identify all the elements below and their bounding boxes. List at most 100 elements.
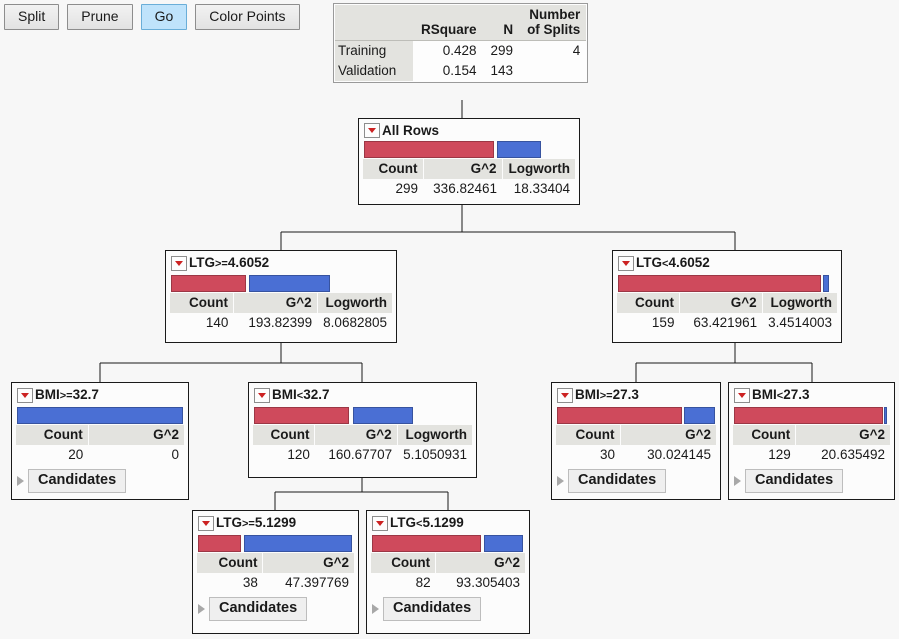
node-bmi-ge-27-3[interactable]: BMI>=27.3 Count G^2 30 30.024145 Candida…: [551, 382, 721, 500]
node-ltg-lt-5-1299-label: LTG<5.1299: [390, 515, 464, 530]
node-bmi-ge-27-3-stats: Count G^2 30 30.024145: [556, 425, 716, 465]
bar-segment-red: [734, 407, 883, 424]
node-ltg-lt-4-6052-title: LTG<4.6052: [618, 255, 837, 272]
stats-header-row: Count G^2 Logworth: [170, 293, 392, 313]
stats-value-row: 129 20.635492: [733, 445, 890, 465]
node-ltg-ge-5-1299-stats: Count G^2 38 47.397769: [197, 553, 354, 593]
node-ltg-lt-5-1299[interactable]: LTG<5.1299 Count G^2 82 93.305403 Candid…: [366, 510, 530, 634]
col-header-count: Count: [16, 425, 89, 445]
node-bmi-lt-27-3-title: BMI<27.3: [734, 387, 890, 404]
node-ltg-lt-4-6052-logworth: 3.4514003: [768, 315, 832, 330]
node-ltg-ge-5-1299-g2: 47.397769: [285, 575, 349, 590]
candidates-button[interactable]: Candidates: [568, 469, 667, 493]
node-bmi-lt-32-7-count: 120: [287, 447, 310, 462]
bar-segment-blue: [483, 535, 524, 552]
node-ltg-lt-5-1299-title: LTG<5.1299: [372, 515, 525, 532]
fit-validation-n: 143: [482, 61, 520, 81]
node-ltg-lt-5-1299-proportion-bar: [372, 535, 524, 552]
candidates-button[interactable]: Candidates: [745, 469, 844, 493]
bar-segment-blue: [249, 275, 331, 292]
fit-training-rsquare: 0.428: [413, 40, 483, 61]
node-ltg-lt-5-1299-count: 82: [415, 575, 431, 590]
triangle-right-icon[interactable]: [557, 476, 564, 486]
candidates-row[interactable]: Candidates: [557, 469, 716, 493]
bar-segment-blue: [243, 535, 353, 552]
candidates-button[interactable]: Candidates: [28, 469, 127, 493]
node-ltg-ge-5-1299-count: 38: [242, 575, 258, 590]
node-ltg-lt-4-6052-label: LTG<4.6052: [636, 255, 710, 270]
triangle-right-icon[interactable]: [372, 604, 379, 614]
triangle-down-icon[interactable]: [364, 123, 380, 138]
node-bmi-ge-32-7-count: 20: [68, 447, 84, 462]
fit-table-header-row: RSquare N Number of Splits: [335, 5, 587, 41]
node-ltg-ge-4-6052-count: 140: [205, 315, 229, 330]
table-row: Validation 0.154 143: [335, 61, 587, 81]
triangle-down-icon[interactable]: [171, 256, 187, 271]
triangle-down-icon[interactable]: [372, 516, 388, 531]
node-bmi-ge-32-7[interactable]: BMI>=32.7 Count G^2 20 0 Candidates: [11, 382, 189, 500]
fit-table-header-n: N: [482, 5, 520, 41]
stats-value-row: 120 160.67707 5.1050931: [253, 445, 472, 465]
triangle-down-icon[interactable]: [734, 388, 750, 403]
node-bmi-ge-27-3-proportion-bar: [557, 407, 715, 424]
toolbar: Split Prune Go Color Points: [4, 4, 300, 30]
go-button[interactable]: Go: [140, 4, 188, 30]
candidates-row[interactable]: Candidates: [198, 597, 354, 621]
bar-segment-blue: [884, 407, 888, 424]
node-all-rows-logworth: 18.33404: [513, 181, 570, 196]
triangle-down-icon[interactable]: [557, 388, 573, 403]
color-points-button[interactable]: Color Points: [195, 4, 300, 30]
col-header-g2: G^2: [88, 425, 184, 445]
node-ltg-lt-5-1299-g2: 93.305403: [456, 575, 520, 590]
node-all-rows[interactable]: All Rows Count G^2 Logworth 299 336.8246…: [358, 118, 580, 205]
fit-training-n: 299: [482, 40, 520, 61]
node-bmi-lt-27-3-g2: 20.635492: [821, 447, 885, 462]
triangle-down-icon[interactable]: [254, 388, 270, 403]
node-bmi-lt-32-7-g2: 160.67707: [328, 447, 393, 462]
col-header-count: Count: [617, 293, 680, 313]
node-all-rows-stats: Count G^2 Logworth 299 336.82461 18.3340…: [363, 159, 575, 199]
col-header-g2: G^2: [679, 293, 763, 313]
col-header-logworth: Logworth: [762, 293, 837, 313]
fit-table-corner: [335, 5, 413, 41]
candidates-button[interactable]: Candidates: [383, 597, 482, 621]
triangle-right-icon[interactable]: [198, 604, 205, 614]
col-header-g2: G^2: [435, 553, 525, 573]
node-ltg-ge-4-6052-g2: 193.82399: [248, 315, 313, 330]
candidates-row[interactable]: Candidates: [372, 597, 525, 621]
prune-button[interactable]: Prune: [67, 4, 133, 30]
candidates-row[interactable]: Candidates: [734, 469, 890, 493]
split-button[interactable]: Split: [4, 4, 60, 30]
node-bmi-lt-32-7[interactable]: BMI<32.7 Count G^2 Logworth 120 160.6770…: [248, 382, 477, 478]
fit-table-header-splits-line2: of Splits: [527, 22, 581, 37]
node-bmi-lt-27-3-stats: Count G^2 129 20.635492: [733, 425, 890, 465]
node-ltg-ge-4-6052[interactable]: LTG>=4.6052 Count G^2 Logworth 140 193.8…: [165, 250, 397, 343]
col-header-count: Count: [197, 553, 264, 573]
stats-header-row: Count G^2 Logworth: [253, 425, 472, 445]
node-ltg-lt-4-6052[interactable]: LTG<4.6052 Count G^2 Logworth 159 63.421…: [612, 250, 842, 343]
col-header-logworth: Logworth: [317, 293, 392, 313]
triangle-down-icon[interactable]: [17, 388, 33, 403]
stats-header-row: Count G^2 Logworth: [617, 293, 837, 313]
candidates-row[interactable]: Candidates: [17, 469, 184, 493]
node-bmi-lt-27-3[interactable]: BMI<27.3 Count G^2 129 20.635492 Candida…: [728, 382, 895, 500]
node-all-rows-proportion-bar: [364, 141, 574, 158]
triangle-down-icon[interactable]: [618, 256, 634, 271]
node-ltg-ge-5-1299-title: LTG>=5.1299: [198, 515, 354, 532]
node-ltg-ge-4-6052-stats: Count G^2 Logworth 140 193.82399 8.06828…: [170, 293, 392, 333]
triangle-right-icon[interactable]: [734, 476, 741, 486]
col-header-g2: G^2: [314, 425, 398, 445]
node-ltg-ge-5-1299[interactable]: LTG>=5.1299 Count G^2 38 47.397769 Candi…: [192, 510, 359, 634]
triangle-right-icon[interactable]: [17, 476, 24, 486]
bar-segment-blue: [352, 407, 414, 424]
col-header-g2: G^2: [423, 159, 503, 179]
node-all-rows-title: All Rows: [364, 123, 575, 138]
node-bmi-ge-32-7-stats: Count G^2 20 0: [16, 425, 184, 465]
candidates-button[interactable]: Candidates: [209, 597, 308, 621]
node-ltg-lt-5-1299-stats: Count G^2 82 93.305403: [371, 553, 525, 593]
node-bmi-ge-27-3-count: 30: [599, 447, 615, 462]
triangle-down-icon[interactable]: [198, 516, 214, 531]
stats-header-row: Count G^2: [556, 425, 716, 445]
